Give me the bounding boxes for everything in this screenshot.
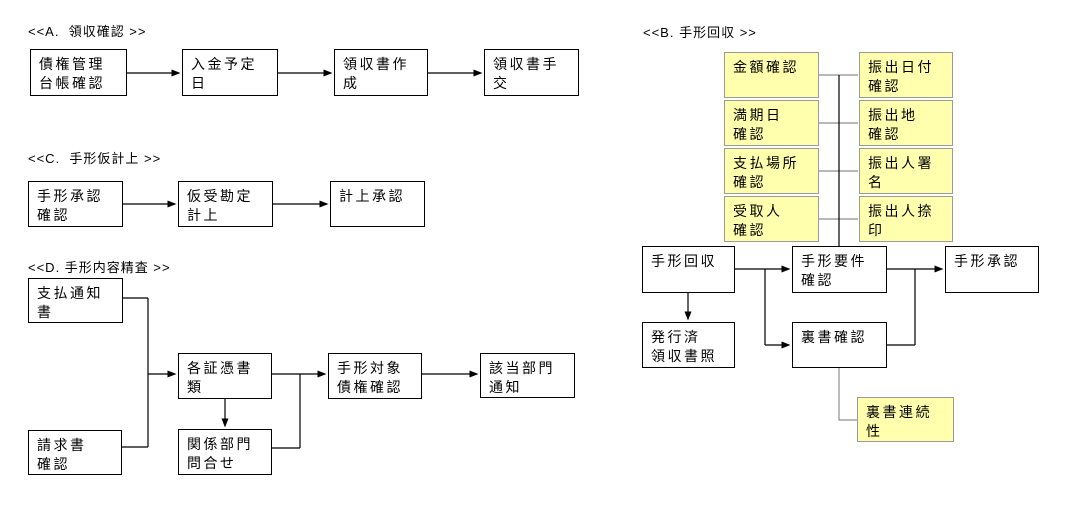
a-step-receipt-handover: 領収書手 交: [484, 49, 579, 96]
b-check-amount: 金額確認: [724, 52, 819, 98]
a-step-ledger-check: 債権管理 台帳確認: [30, 49, 127, 96]
section-a-title: <<A. 領収確認 >>: [28, 24, 147, 39]
d-box-invoice-check: 請求書 確認: [28, 430, 122, 475]
b-check-maturity-date: 満期日 確認: [724, 100, 819, 146]
d-box-bill-receivable-check: 手形対象 債権確認: [328, 353, 422, 399]
section-b-title: <<B. 手形回収 >>: [643, 25, 757, 40]
b-check-drawer-signature: 振出人署 名: [859, 148, 953, 194]
line-endorsement-note: [838, 368, 857, 421]
b-note-endorsement-continuity: 裏書連続 性: [857, 397, 954, 442]
b-flow-requirements-check: 手形要件 確認: [792, 246, 887, 293]
b-flow-endorsement-check: 裏書確認: [792, 322, 887, 368]
a-step-receipt-creation: 領収書作 成: [334, 49, 428, 96]
a-step-payment-due-date: 入金予定 日: [182, 49, 278, 96]
b-check-payment-place: 支払場所 確認: [724, 148, 819, 194]
section-d-title: <<D. 手形内容精査 >>: [28, 260, 171, 275]
d-box-dept-notification: 該当部門 通知: [480, 353, 575, 398]
d-box-related-dept-inquiry: 関係部門 問合せ: [178, 429, 272, 475]
c-step-bill-approval-check: 手形承認 確認: [28, 181, 123, 227]
b-check-payee: 受取人 確認: [724, 196, 819, 242]
b-check-issue-date: 振出日付 確認: [859, 52, 953, 98]
c-step-entry-approval: 計上承認: [330, 181, 425, 227]
b-flow-issued-receipt-ref: 発行済 領収書照: [642, 322, 735, 368]
b-check-issue-place: 振出地 確認: [859, 100, 953, 146]
d-box-voucher-documents: 各証憑書 類: [178, 353, 272, 399]
b-flow-bill-approval: 手形承認: [945, 246, 1039, 293]
section-c-title: <<C. 手形仮計上 >>: [28, 151, 162, 166]
b-check-drawer-seal: 振出人捺 印: [859, 196, 953, 242]
d-box-payment-notice: 支払通知 書: [28, 278, 123, 323]
c-step-suspense-entry: 仮受勘定 計上: [178, 181, 273, 227]
b-flow-bill-collection: 手形回収: [642, 246, 735, 293]
